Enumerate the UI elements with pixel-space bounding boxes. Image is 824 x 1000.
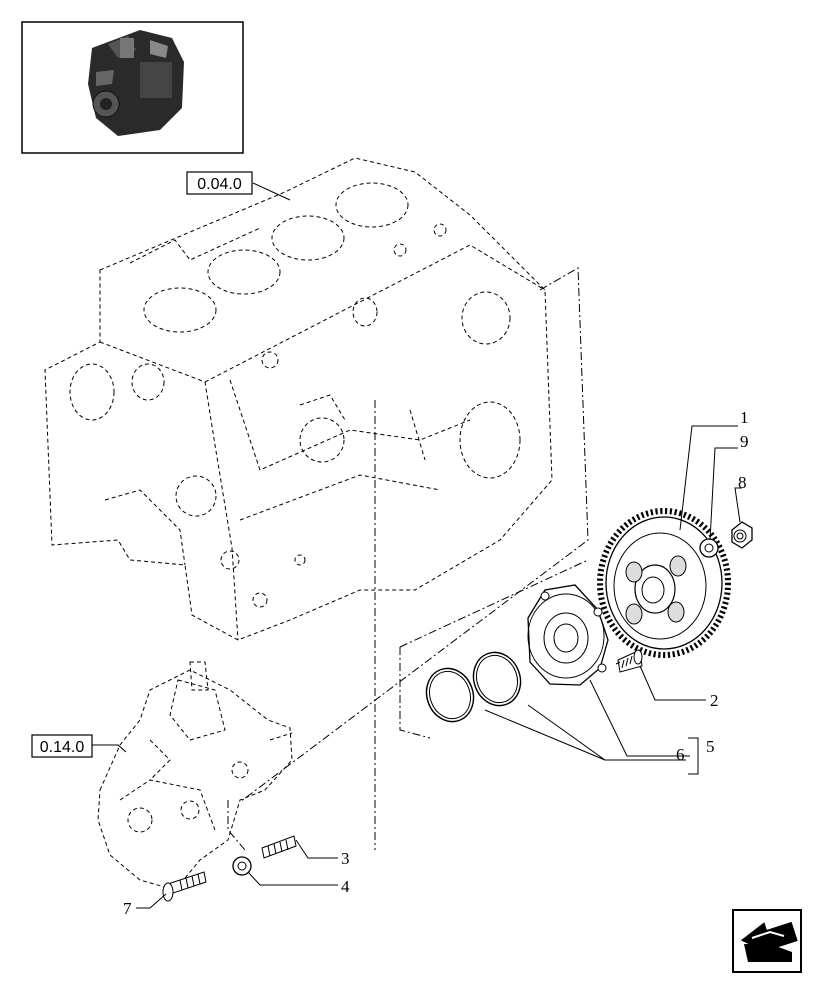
hub-part[interactable] bbox=[527, 584, 609, 686]
nut-part-4[interactable] bbox=[232, 856, 252, 876]
ref-box-engine-block[interactable]: 0.04.0 bbox=[186, 171, 253, 195]
engine-thumbnail-icon bbox=[88, 30, 184, 136]
engine-thumbnail[interactable] bbox=[21, 21, 244, 154]
callout-3: 3 bbox=[341, 849, 350, 868]
back-arrow-icon bbox=[740, 921, 798, 962]
ref-label-injection-pump: 0.14.0 bbox=[40, 739, 85, 756]
leader-lines bbox=[92, 182, 742, 909]
callout-2: 2 bbox=[710, 691, 719, 710]
callout-1: 1 bbox=[740, 408, 749, 427]
o-rings-part-6[interactable] bbox=[419, 646, 528, 728]
callout-9: 9 bbox=[740, 432, 749, 451]
axis-lines bbox=[227, 267, 589, 851]
callout-4: 4 bbox=[341, 877, 350, 896]
ref-label-engine-block: 0.04.0 bbox=[197, 176, 242, 193]
screw-part-7[interactable] bbox=[162, 871, 207, 902]
callout-5: 5 bbox=[706, 737, 715, 756]
screw-part-2[interactable] bbox=[615, 649, 643, 673]
callout-8: 8 bbox=[738, 473, 747, 492]
callout-numbers: 1 9 8 2 5 6 3 4 7 bbox=[123, 408, 749, 918]
nut-part-8[interactable] bbox=[731, 521, 753, 549]
ref-box-injection-pump[interactable]: 0.14.0 bbox=[31, 734, 93, 758]
washer-part-9[interactable] bbox=[699, 538, 719, 558]
callout-6: 6 bbox=[676, 745, 685, 764]
injection-pump-outline bbox=[97, 661, 293, 891]
previous-page-button[interactable] bbox=[732, 909, 802, 973]
engine-block-outline bbox=[44, 157, 553, 641]
callout-7: 7 bbox=[123, 899, 132, 918]
stud-part-3[interactable] bbox=[261, 835, 297, 859]
gear-part[interactable] bbox=[597, 508, 731, 658]
